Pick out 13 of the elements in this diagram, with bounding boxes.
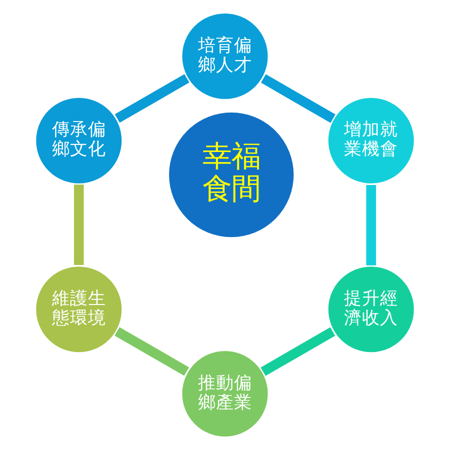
node-circle: 增加就業機會 bbox=[326, 95, 416, 186]
node-circle: 提升經濟收入 bbox=[326, 264, 416, 355]
node-circle: 幸福食間 bbox=[166, 110, 296, 240]
connector bbox=[74, 184, 84, 266]
node-circle: 傳承偏鄉文化 bbox=[34, 95, 124, 186]
connector bbox=[260, 74, 336, 123]
connector bbox=[260, 327, 336, 376]
node-circle: 推動偏鄉產業 bbox=[180, 348, 270, 439]
connector bbox=[114, 327, 190, 376]
node-circle: 培育偏鄉人才 bbox=[180, 11, 270, 102]
connector bbox=[366, 184, 376, 266]
connector bbox=[114, 74, 190, 123]
node-circle: 維護生態環境 bbox=[34, 264, 124, 355]
